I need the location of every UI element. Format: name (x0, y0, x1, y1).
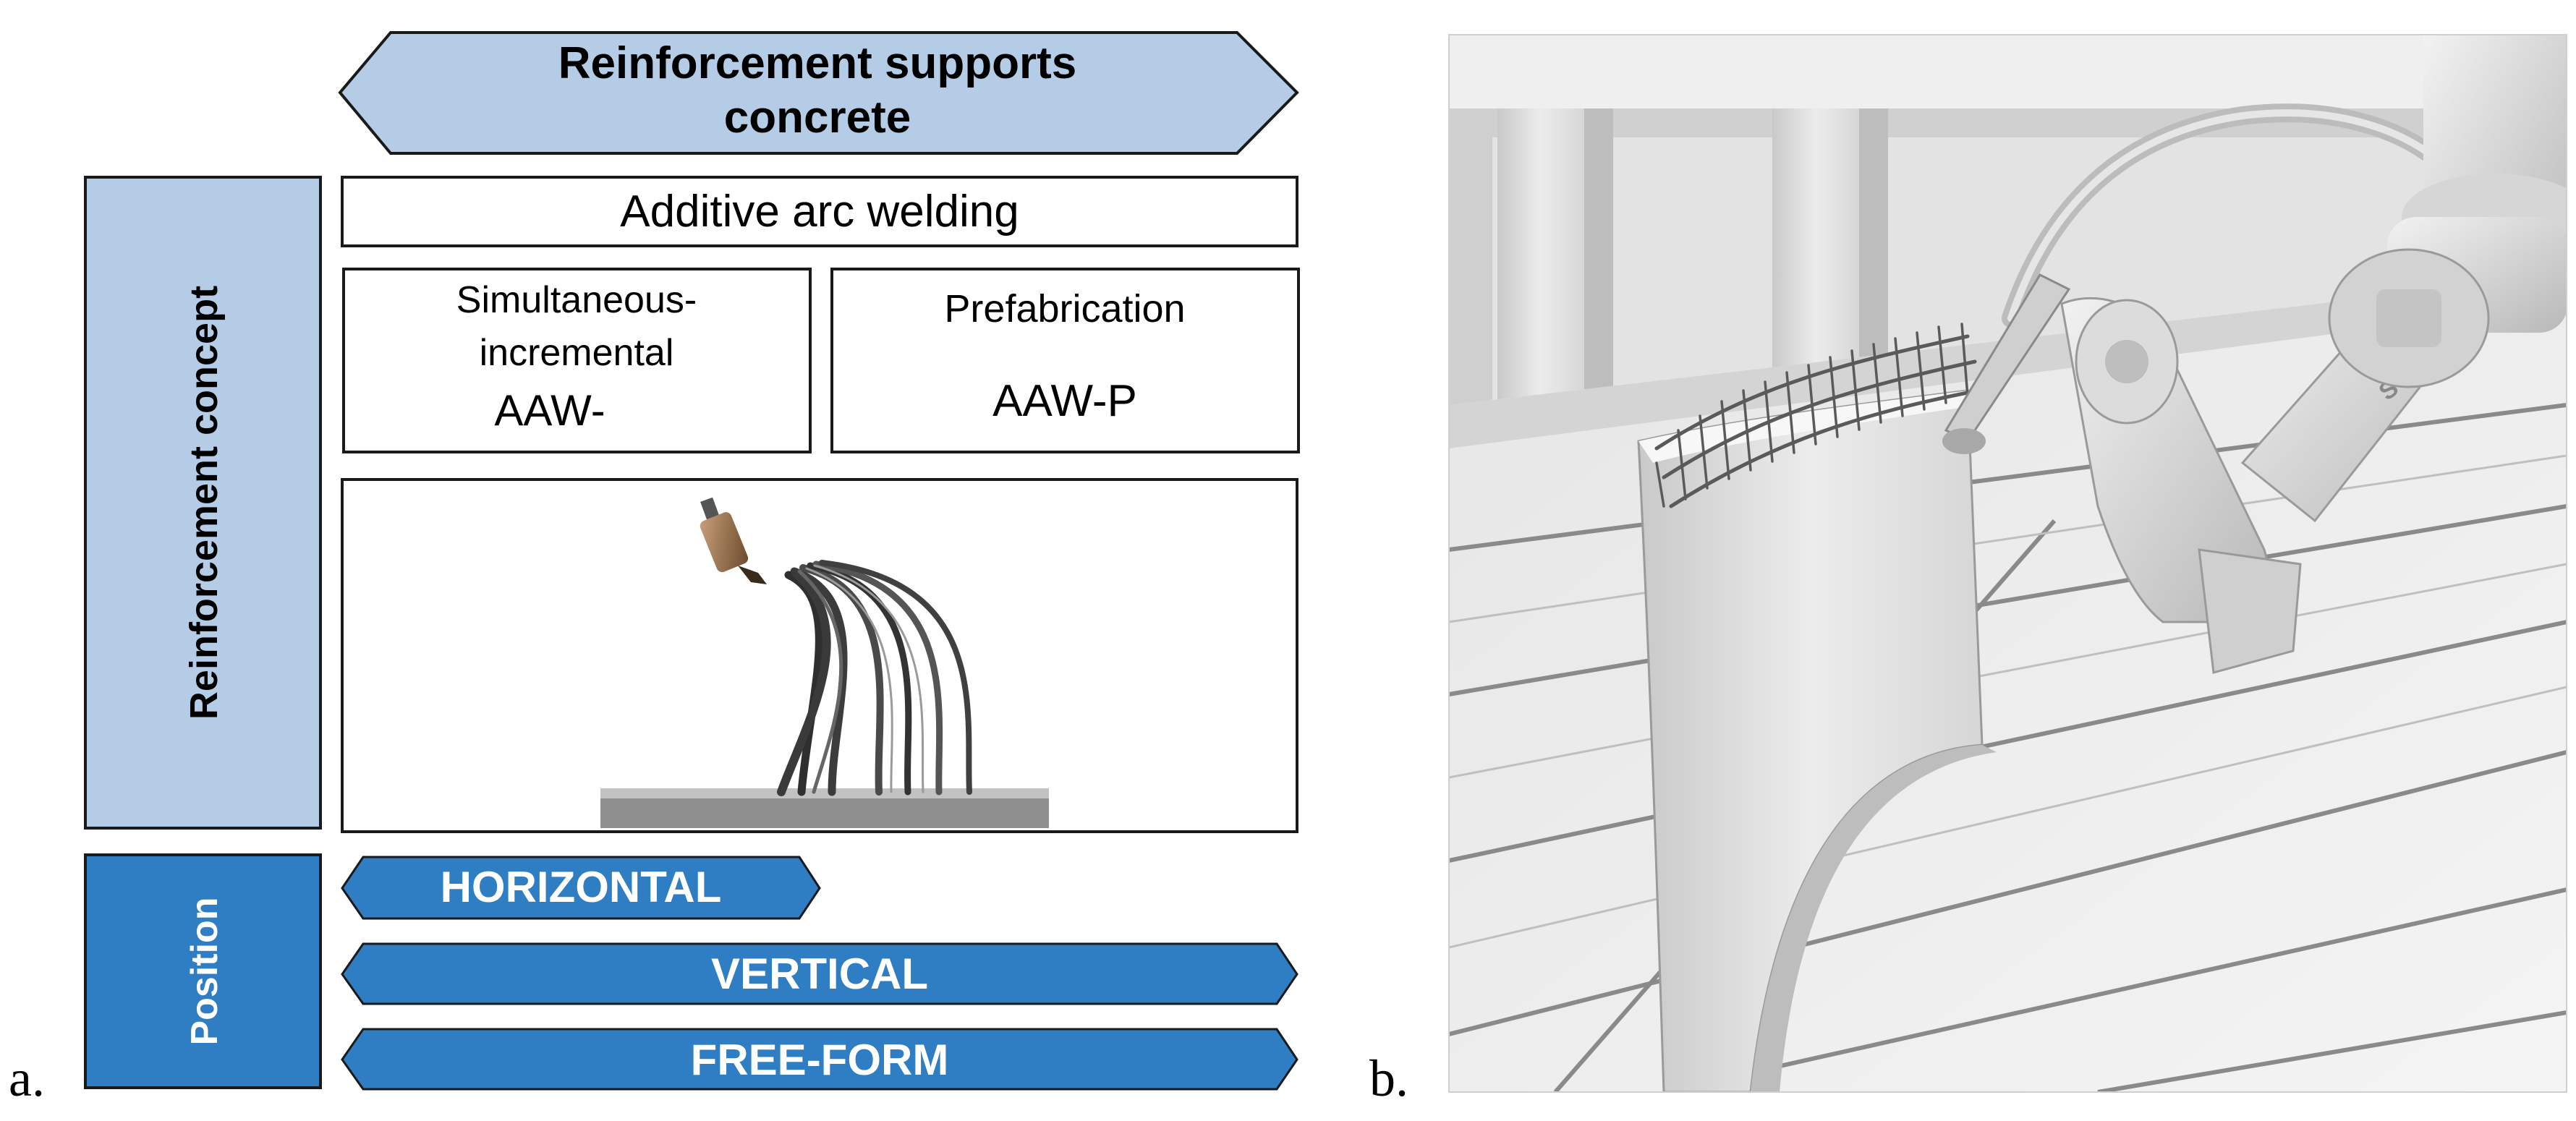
panel-a: Reinforcement supports concrete Reinforc… (9, 31, 1300, 1107)
position-freeform-label: FREE-FORM (691, 1036, 949, 1084)
panel-b: STÄUBLI b. (1369, 34, 2567, 1107)
welded-wires (777, 560, 972, 796)
sim-code: AAW- (494, 386, 605, 435)
sim-box: Simultaneous- incremental AAW- (342, 268, 812, 453)
header-hexagon: Reinforcement supports concrete (338, 31, 1299, 155)
header-line-1: Reinforcement supports (558, 38, 1077, 88)
prefab-box: Prefabrication AAW-P (830, 268, 1300, 453)
position-freeform: FREE-FORM (341, 1028, 1298, 1091)
position-vertical: VERTICAL (341, 942, 1298, 1005)
position-horizontal-label: HORIZONTAL (441, 863, 722, 911)
panel-b-label: b. (1369, 1049, 1408, 1107)
position-horizontal: HORIZONTAL (341, 856, 821, 920)
prefab-title: Prefabrication (944, 287, 1185, 331)
header-line-2: concrete (724, 93, 911, 142)
position-sidebar: Position (84, 853, 322, 1089)
welding-torch-icon (700, 497, 767, 584)
floor-rails (1449, 403, 2567, 1092)
rebar-cage (1654, 323, 1981, 508)
sim-line-1: Simultaneous- (456, 279, 697, 321)
sim-line-2: incremental (480, 332, 674, 374)
concept-sidebar: Reinforcement concept (84, 176, 322, 830)
prefab-code: AAW-P (992, 376, 1137, 426)
method-label: Additive arc welding (620, 187, 1019, 236)
welding-illustration (341, 478, 1298, 833)
method-box: Additive arc welding (341, 176, 1298, 247)
panel-a-label: a. (9, 1049, 45, 1107)
render-scene: STÄUBLI (1449, 35, 2567, 1092)
position-sidebar-label: Position (184, 897, 226, 1045)
concept-sidebar-label: Reinforcement concept (182, 286, 226, 720)
position-vertical-label: VERTICAL (711, 950, 928, 998)
